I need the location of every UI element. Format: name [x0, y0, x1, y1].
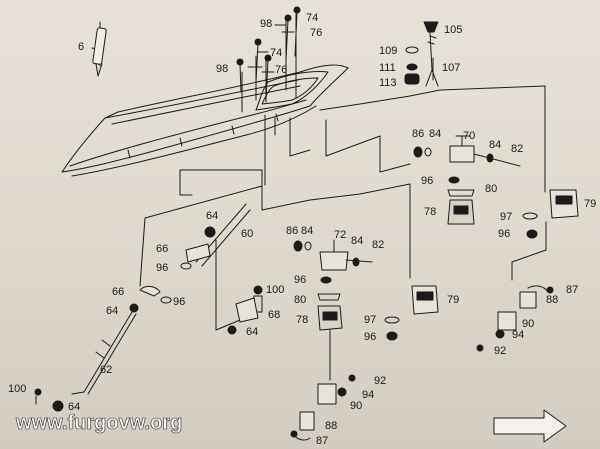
callout-84: 84	[489, 139, 501, 151]
callout-79: 79	[447, 294, 459, 306]
direction-arrow	[493, 409, 567, 443]
callout-74: 74	[306, 12, 318, 24]
callout-107: 107	[442, 62, 460, 74]
callout-84: 84	[351, 235, 363, 247]
callout-62: 62	[100, 364, 112, 376]
watermark-text: www.furgovw.org	[15, 412, 182, 434]
callout-87: 87	[316, 435, 328, 447]
callout-78: 78	[296, 314, 308, 326]
callout-64: 64	[206, 210, 218, 222]
callout-76: 76	[275, 64, 287, 76]
callout-98: 98	[216, 63, 228, 75]
callout-66: 66	[112, 286, 124, 298]
callout-96: 96	[364, 331, 376, 343]
callout-96: 96	[156, 262, 168, 274]
callout-96: 96	[173, 296, 185, 308]
left-strut-lower	[34, 285, 263, 412]
callout-86: 86	[412, 128, 424, 140]
callout-6: 6	[78, 41, 84, 53]
leader-lines	[91, 13, 547, 381]
callout-105: 105	[444, 24, 462, 36]
upper-right-stack	[404, 21, 439, 87]
callout-90: 90	[522, 318, 534, 330]
callout-96: 96	[421, 175, 433, 187]
callout-80: 80	[294, 294, 306, 306]
callout-80: 80	[485, 183, 497, 195]
callout-92: 92	[494, 345, 506, 357]
callout-60: 60	[241, 228, 253, 240]
callout-84: 84	[429, 128, 441, 140]
right-hinge-group	[413, 135, 521, 225]
callout-79: 79	[584, 198, 596, 210]
callout-74: 74	[270, 47, 282, 59]
callout-96: 96	[294, 274, 306, 286]
callout-86: 86	[286, 225, 298, 237]
left-strut-upper	[180, 203, 251, 270]
callout-109: 109	[379, 45, 397, 57]
callout-labels: 6 98 74 76 74 98 76 105 109 111 107 113 …	[8, 12, 596, 447]
callout-64: 64	[68, 401, 80, 413]
callout-72: 72	[334, 229, 346, 241]
callout-68: 68	[268, 309, 280, 321]
callout-94: 94	[362, 389, 374, 401]
callout-88: 88	[325, 420, 337, 432]
callout-82: 82	[372, 239, 384, 251]
callout-98: 98	[260, 18, 272, 30]
callout-100: 100	[8, 383, 26, 395]
callout-66: 66	[156, 243, 168, 255]
callout-70: 70	[463, 130, 475, 142]
callout-87: 87	[566, 284, 578, 296]
callout-100: 100	[266, 284, 284, 296]
callout-90: 90	[350, 400, 362, 412]
center-hinge-group	[293, 239, 373, 331]
callout-96: 96	[498, 228, 510, 240]
part-6	[92, 27, 107, 77]
callout-97: 97	[500, 211, 512, 223]
callout-76: 76	[310, 27, 322, 39]
callout-82: 82	[511, 143, 523, 155]
callout-84: 84	[301, 225, 313, 237]
callout-94: 94	[512, 329, 524, 341]
callout-92: 92	[374, 375, 386, 387]
callout-97: 97	[364, 314, 376, 326]
callout-78: 78	[424, 206, 436, 218]
lower-center-lock-group	[290, 374, 356, 441]
tailgate-panel	[61, 64, 349, 177]
callout-64: 64	[106, 305, 118, 317]
center-latch	[384, 285, 439, 341]
callout-64: 64	[246, 326, 258, 338]
callout-113: 113	[379, 77, 397, 89]
callout-88: 88	[546, 294, 558, 306]
upper-screws	[236, 6, 301, 101]
far-right-latch	[522, 189, 579, 239]
callout-111: 111	[379, 62, 396, 74]
right-lock-group	[476, 285, 554, 352]
